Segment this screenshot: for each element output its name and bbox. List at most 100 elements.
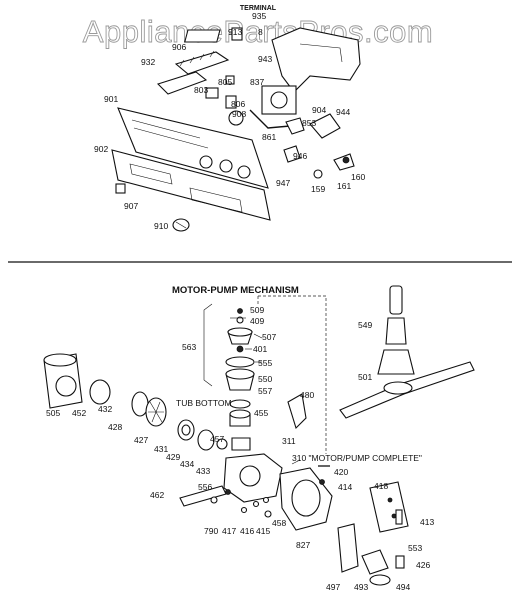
part-556 [225,489,231,495]
clamp-452 [89,379,111,405]
inlet-505-port [55,375,77,397]
label-409: 409 [250,316,264,326]
terminal-block [184,29,221,43]
label-455: 455 [254,408,268,418]
timer-dial [270,91,288,109]
label-462: 462 [150,490,164,500]
leader-310 [291,459,301,465]
control-bracket [271,27,361,93]
label-493: 493 [354,582,368,592]
mount-hole-2 [391,513,397,519]
panel-knob-2 [219,159,233,173]
label-434: 434 [180,459,194,469]
part-555 [225,356,255,368]
bracket-497 [337,523,359,573]
label-505: 505 [46,408,60,418]
front-panel-902 [111,149,271,221]
part-401 [236,345,244,353]
part-805 [225,75,235,85]
label-160: 160 [351,172,365,182]
dashed-outline-right [258,295,327,454]
bracket-563 [203,303,213,387]
motor-pump-labels: 509 409 507 401 563 555 550 557 549 501 … [46,305,434,592]
switch-block [174,51,230,75]
label-553: 553 [408,543,422,553]
label-913: 913 [228,27,242,37]
part-509 [237,308,243,314]
label-480: 480 [300,390,314,400]
spray-arm-hub [383,381,413,395]
label-161: 161 [337,181,351,191]
label-932: 932 [141,57,155,67]
control-panel-assembly: TERMINAL [94,5,365,232]
tub-bottom-label: TUB BOTTOM [176,398,232,408]
label-910: 910 [154,221,168,231]
label-906: 906 [172,42,186,52]
part-458 [264,510,272,518]
label-429: 429 [166,452,180,462]
clip-907 [115,183,126,194]
part-159 [313,169,323,179]
label-904: 904 [312,105,326,115]
part-944 [309,113,341,139]
label-901: 901 [104,94,118,104]
inlet-505-top [43,353,77,367]
label-556: 556 [198,482,212,492]
part-434 [216,438,228,450]
part-853 [285,117,305,135]
label-935: 935 [252,11,266,21]
label-806: 806 [231,99,245,109]
label-413: 413 [420,517,434,527]
label-907: 907 [124,201,138,211]
part-431 [197,429,215,451]
part-414 [319,479,325,485]
panel-knob-1 [199,155,213,169]
label-805: 805 [218,77,232,87]
switch-contacts [179,50,215,67]
label-401: 401 [253,344,267,354]
label-431: 431 [154,444,168,454]
part-908 [228,110,244,126]
label-550: 550 [258,374,272,384]
label-902: 902 [94,144,108,154]
label-415: 415 [256,526,270,536]
label-853: 853 [302,118,316,128]
label-414: 414 [338,482,352,492]
terminal-heading: TERMINAL [240,5,277,12]
panel-switch-row [131,119,209,149]
screw-416 [252,500,260,508]
part-946 [283,145,301,163]
panel-door-handle [189,187,243,213]
label-837: 837 [250,77,264,87]
leader-507 [253,333,263,339]
impeller-vanes [148,401,164,423]
part-427-inner [181,424,191,436]
label-457: 457 [210,434,224,444]
label-452: 452 [72,408,86,418]
part-409 [236,316,244,324]
panel-knob-3 [237,165,251,179]
label-947: 947 [276,178,290,188]
label-509: 509 [250,305,264,315]
label-803: 803 [194,85,208,95]
label-944: 944 [336,107,350,117]
label-433: 433 [196,466,210,476]
part-507-top [227,327,253,337]
part-413 [395,509,403,525]
motor-pump-complete-label: 310 "MOTOR/PUMP COMPLETE" [292,453,422,463]
part-426 [395,555,405,569]
label-426: 426 [416,560,430,570]
knob-part-803 [205,87,219,99]
pump-housing-port [239,465,261,487]
part-160 [342,156,350,164]
label-790: 790 [204,526,218,536]
part-455-top [229,409,251,419]
label-458: 458 [272,518,286,528]
label-501: 501 [358,372,372,382]
part-457 [231,437,251,451]
label-908: 908 [232,109,246,119]
motor-pump-title: MOTOR-PUMP MECHANISM [172,285,299,296]
label-557: 557 [258,386,272,396]
